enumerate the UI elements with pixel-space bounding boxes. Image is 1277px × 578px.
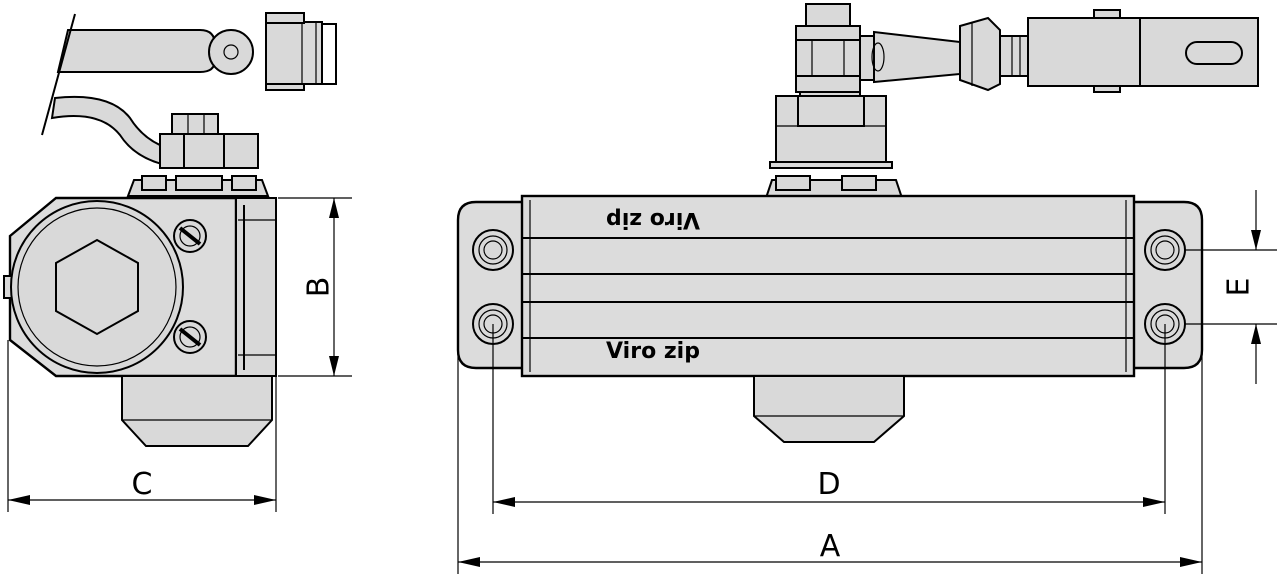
front-view-arm-assembly (795, 3, 1259, 93)
mounting-hole-top-left (472, 229, 514, 271)
brand-label-bottom: Viro zip (606, 339, 700, 364)
side-view-spindle (126, 113, 270, 197)
front-view-body: Viro zip Viro zip (456, 194, 1204, 443)
brand-label-top: Viro zip (606, 207, 700, 232)
dimension-c-label: C (132, 467, 153, 502)
side-view: B C (3, 12, 352, 512)
dimension-e: E (1185, 190, 1277, 384)
side-view-upper-arm (41, 12, 337, 136)
dimension-a: A (457, 350, 1203, 574)
dimension-a-label: A (820, 529, 841, 564)
mounting-hole-top-right (1144, 229, 1186, 271)
front-view: Viro zip Viro zip E D (456, 3, 1277, 574)
dimension-b-label: B (302, 277, 337, 298)
dimension-e-label: E (1222, 278, 1257, 297)
front-view-pinion-block (764, 91, 904, 199)
dimension-b: B (278, 197, 352, 377)
side-view-body (3, 196, 277, 447)
dimension-c: C (7, 340, 277, 512)
dimension-d: D (492, 324, 1166, 514)
dimension-d-label: D (817, 467, 840, 502)
